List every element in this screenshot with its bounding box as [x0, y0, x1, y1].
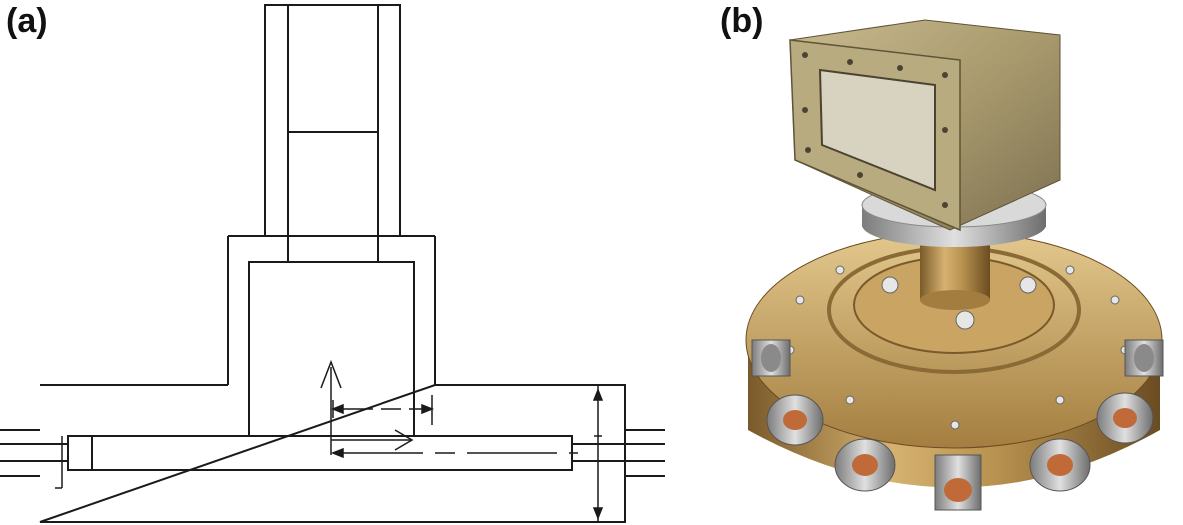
- panel-a-label: (a): [6, 2, 48, 40]
- coax-connector: [1029, 438, 1091, 492]
- cross-section-drawing: [0, 4, 665, 523]
- waveguide-stub: [264, 4, 401, 237]
- coax-connector: [934, 454, 982, 511]
- left-coax-lines: [0, 429, 68, 477]
- waveguide-opening: [818, 68, 936, 192]
- panel-b-label: (b): [720, 2, 764, 40]
- coax-connector: [834, 438, 896, 492]
- bolt-group: [785, 265, 1130, 430]
- right-coax-lines: [572, 429, 665, 477]
- coax-connector: [1096, 392, 1154, 444]
- flange-holes: [802, 52, 948, 208]
- coax-connector: [1124, 339, 1164, 377]
- coax-connectors: [751, 339, 1164, 511]
- flange-step: [227, 235, 436, 385]
- waveguide-inner-wall: [287, 5, 379, 262]
- coax-connector: [751, 339, 791, 377]
- connector-slot: [67, 436, 93, 470]
- coax-connector: [766, 394, 824, 446]
- device-photo: [745, 19, 1164, 511]
- main-body: [39, 384, 626, 523]
